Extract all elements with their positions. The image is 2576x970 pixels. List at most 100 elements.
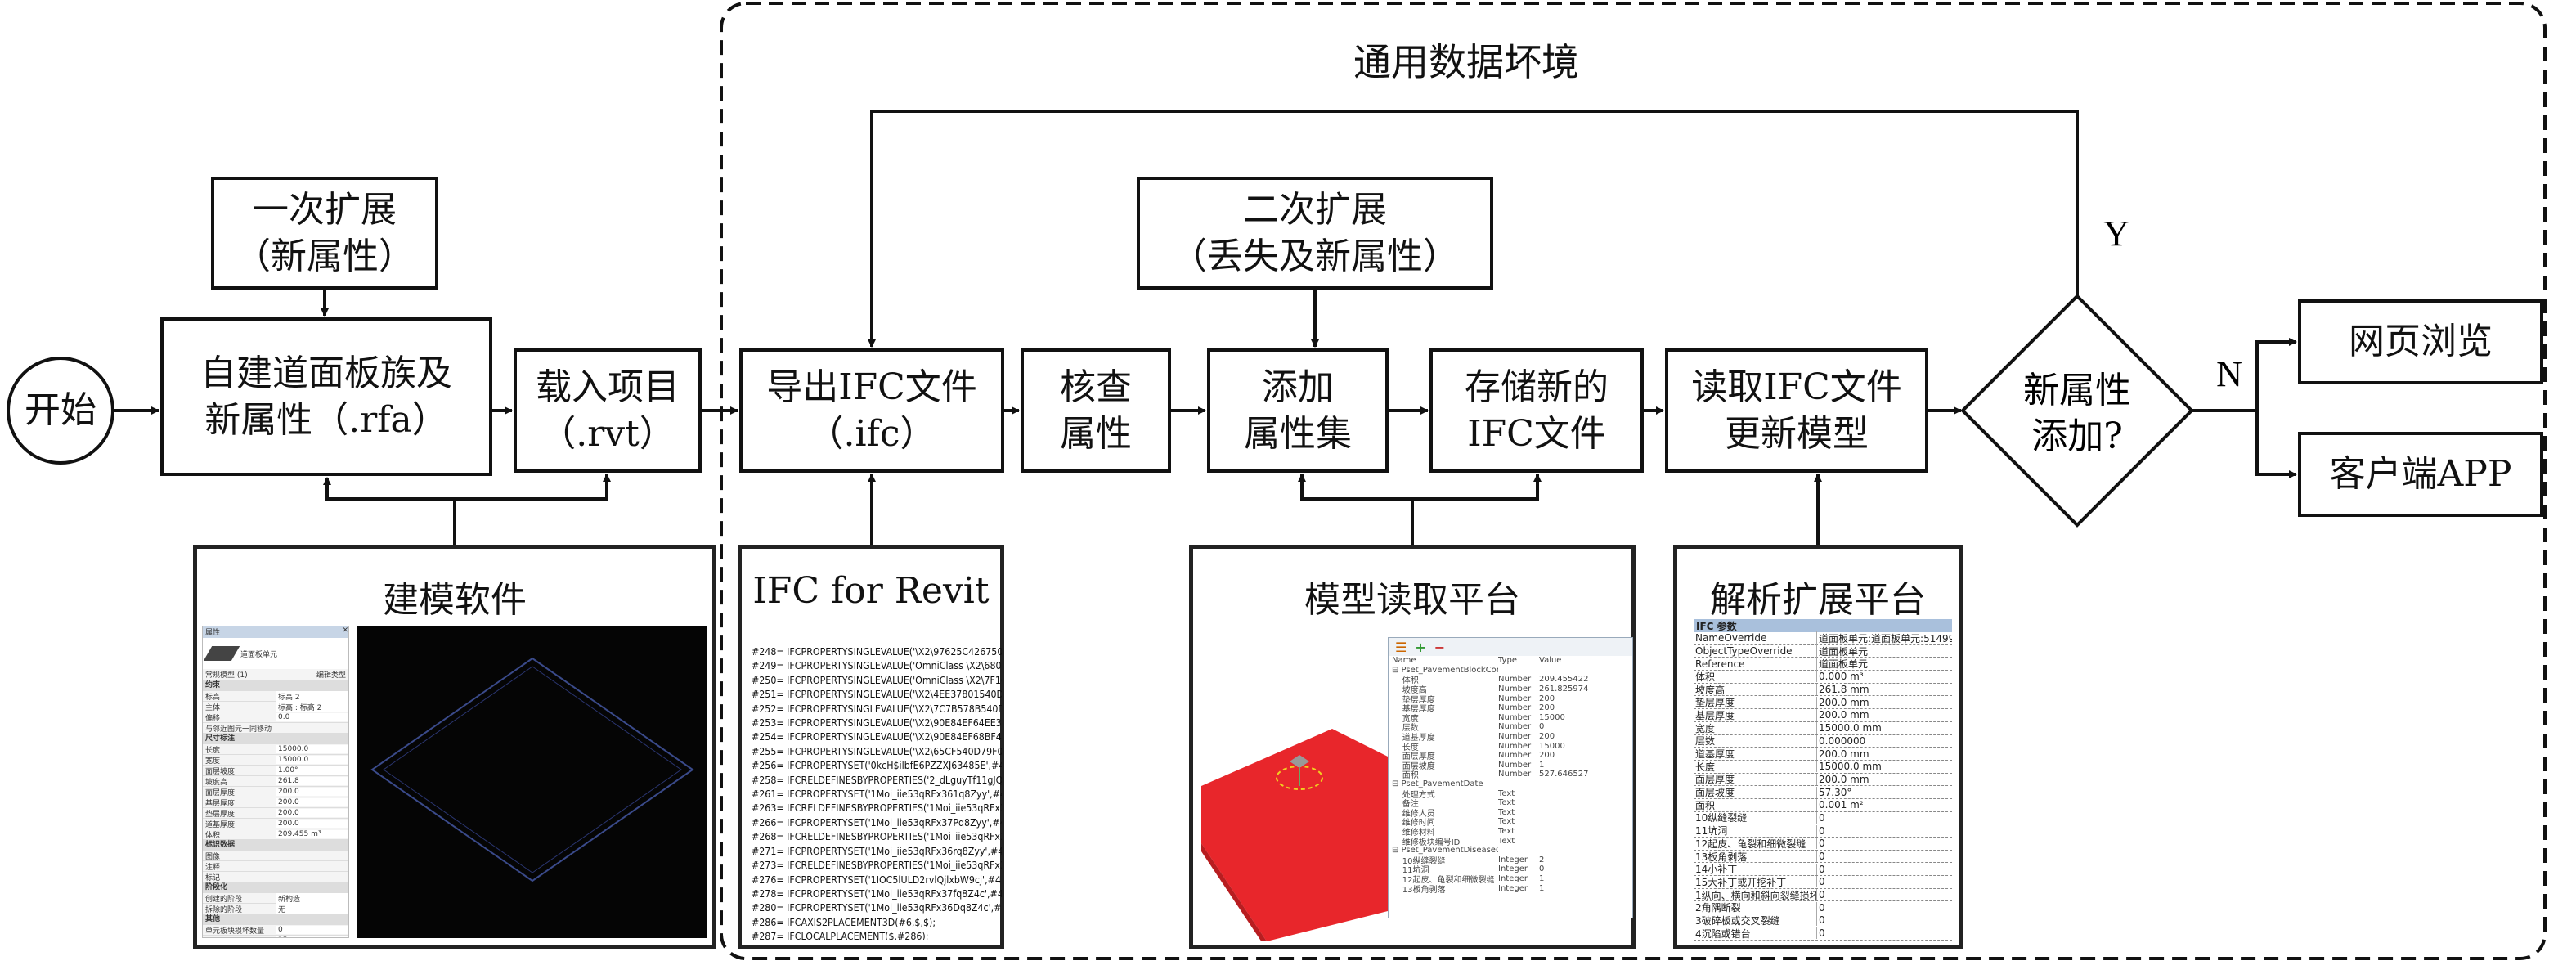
node-line: 导出IFC文件 [766,366,977,408]
parameter-name: 坡度高 [1695,684,1726,696]
property-value[interactable]: 200.0 [276,820,348,828]
property-type: Integer [1498,873,1528,883]
parameter-name: 宽度 [1695,722,1716,734]
property-value[interactable]: 25 [276,936,348,937]
property-value[interactable]: 新构造 [276,892,348,904]
group-label: 标识数据 [205,841,236,849]
property-value[interactable]: 200.0 [276,788,348,796]
property-value: 200 [1539,751,1555,761]
property-value: 0 [1539,864,1545,874]
load-project-node: 载入项目（.rvt） [514,348,702,473]
node-line: 网页浏览 [2349,321,2493,363]
property-name: 坡度高 [1392,686,1427,696]
property-name: 面层坡度 [205,767,236,776]
property-value[interactable]: 15000.0 [276,745,348,753]
property-type: Text [1498,826,1515,836]
property-value[interactable]: 200.0 [276,798,348,806]
property-type: Integer [1498,883,1528,893]
property-name: 面层厚度 [1392,752,1435,762]
parameter-name: 15大补丁或开挖补丁 [1695,876,1787,888]
slab-wireframe [370,657,694,882]
red-slab-model [1201,729,1398,941]
edit-type-button[interactable]: 编辑类型 [316,671,346,680]
property-value[interactable]: 15000.0 [276,756,348,764]
arrow-yes-loop [868,110,2079,348]
parameter-value: 0.000000 [1816,734,1952,747]
property-row: 单元板块数量25 [203,936,348,937]
property-value[interactable]: 200.0 [276,809,348,817]
arrow-modeling-load [455,474,611,501]
property-value[interactable]: 0.0 [276,713,348,721]
property-name: ⊟ Pset_PavementDiseaseCommon [1392,846,1498,855]
arrow-viewer-save [1412,474,1542,501]
node-line: （丢失及新属性） [1171,236,1459,277]
property-value[interactable]: 无 [276,903,348,914]
parameter-value: 道面板单元:道面板单元:514997 [1816,631,1952,645]
property-name: 拆除的阶段 [205,905,243,914]
property-name: 基层厚度 [1392,705,1435,715]
property-name: 基层厚度 [205,799,236,808]
property-type: Number [1498,675,1532,685]
property-value: 2 [1539,855,1545,864]
property-value[interactable]: 0 [276,926,348,934]
property-name: 维修时间 [1392,819,1435,829]
property-value[interactable]: 209.455 m³ [276,830,348,838]
property-name: 10纵缝裂缝 [1392,856,1446,866]
node-line: （.rvt） [540,413,675,455]
ifc-line: #266= IFCPROPERTYSET('1Moi_iie53qRFx37Pq… [752,816,1002,829]
parameter-name: 面层坡度 [1695,787,1735,799]
property-value[interactable]: 1.00° [276,766,348,775]
type-selector[interactable]: 道面板单元 [203,638,348,669]
property-name: 单元板块损坏数量 [205,927,265,936]
property-type: Number [1498,703,1532,713]
property-name: 维修人员 [1392,809,1435,819]
table-row: 1纵向、横向和斜向裂缝损坏数量0 [1694,889,1952,902]
ifc-line: #271= IFCPROPERTYSET('1Moi_iie53qRFx36rq… [752,845,1002,857]
parameter-value: 0.001 m² [1816,799,1952,811]
parameter-value: 0 [1816,914,1952,927]
family-name: 道面板单元 [240,650,278,659]
property-type: Text [1498,817,1515,827]
parameter-value: 0 [1816,876,1952,888]
node-line: 读取IFC文件 [1691,366,1902,408]
parameter-value: 道面板单元 [1816,657,1952,671]
panel-title: IFC for Revit [752,570,990,612]
property-name: 创建的阶段 [205,895,243,904]
property-value[interactable]: 标高 2 [276,690,348,702]
property-name: ⊟ Pset_PavementBlockCommon [1392,665,1498,675]
close-icon[interactable]: ✕ [342,626,348,635]
add-icon[interactable]: + [1415,639,1426,655]
property-row: 图像 [203,851,348,861]
column-header: Name [1392,656,1416,666]
property-type: Number [1498,722,1532,732]
parameter-name: 面积 [1695,799,1716,811]
parameter-name: 11坑洞 [1695,825,1728,838]
node-line: IFC文件 [1467,413,1606,455]
parameter-name: 10纵缝裂缝 [1695,812,1748,824]
table-header: IFC 参数 [1694,619,1952,632]
property-value[interactable]: 261.8 [276,777,348,785]
remove-icon[interactable]: − [1434,639,1446,655]
tree-row: 维修材料 Text [1389,826,1632,838]
instance-filter[interactable]: 常规模型 (1) [205,671,248,680]
property-list-icon[interactable]: ☰ [1395,639,1407,655]
property-name: 维修材料 [1392,828,1435,838]
ifc-line: #250= IFCPROPERTYSINGLEVALUE('OmniClass … [752,674,1002,686]
3d-model-view[interactable] [1193,631,1398,941]
3d-viewport[interactable] [357,626,707,938]
property-value[interactable]: 标高 : 标高 2 [276,701,348,712]
